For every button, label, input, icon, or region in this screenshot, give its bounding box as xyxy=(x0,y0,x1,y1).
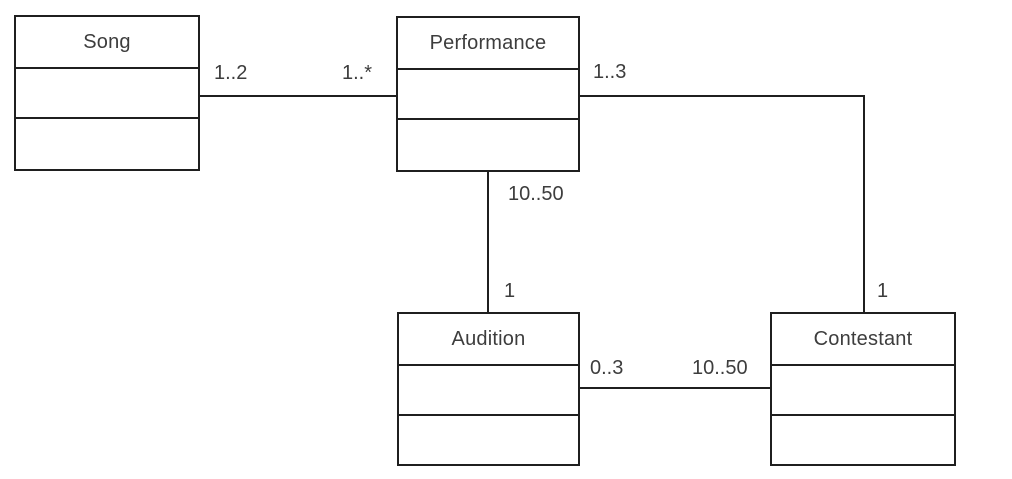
class-box-contestant: Contestant xyxy=(770,312,956,466)
association-audition-contestant-line xyxy=(579,387,770,389)
class-name-contestant: Contestant xyxy=(772,314,954,366)
multiplicity-audition-end-of-performance-association: 1 xyxy=(504,280,516,302)
multiplicity-performance-end-of-contestant-association: 1..3 xyxy=(593,61,627,83)
multiplicity-song-end: 1..2 xyxy=(214,62,248,84)
association-song-performance-line xyxy=(199,95,396,97)
multiplicity-contestant-end-of-performance-association: 1 xyxy=(877,280,889,302)
class-audition-operations-compartment xyxy=(399,416,578,464)
class-performance-attributes-compartment xyxy=(398,70,578,120)
association-performance-contestant-line-vertical xyxy=(863,95,865,312)
multiplicity-audition-end-of-contestant-association: 0..3 xyxy=(590,357,624,379)
multiplicity-performance-end-of-audition-association: 10..50 xyxy=(508,183,564,205)
association-performance-audition-line xyxy=(487,171,489,312)
class-box-performance: Performance xyxy=(396,16,580,172)
class-audition-attributes-compartment xyxy=(399,366,578,416)
class-box-song: Song xyxy=(14,15,200,171)
class-contestant-operations-compartment xyxy=(772,416,954,464)
class-name-performance: Performance xyxy=(398,18,578,70)
class-contestant-attributes-compartment xyxy=(772,366,954,416)
multiplicity-contestant-end-of-audition-association: 10..50 xyxy=(692,357,748,379)
association-performance-contestant-line-horizontal xyxy=(579,95,865,97)
class-song-operations-compartment xyxy=(16,119,198,169)
class-name-song: Song xyxy=(16,17,198,69)
class-box-audition: Audition xyxy=(397,312,580,466)
class-name-audition: Audition xyxy=(399,314,578,366)
multiplicity-performance-end-of-song-association: 1..* xyxy=(342,62,373,84)
class-performance-operations-compartment xyxy=(398,120,578,170)
class-song-attributes-compartment xyxy=(16,69,198,119)
